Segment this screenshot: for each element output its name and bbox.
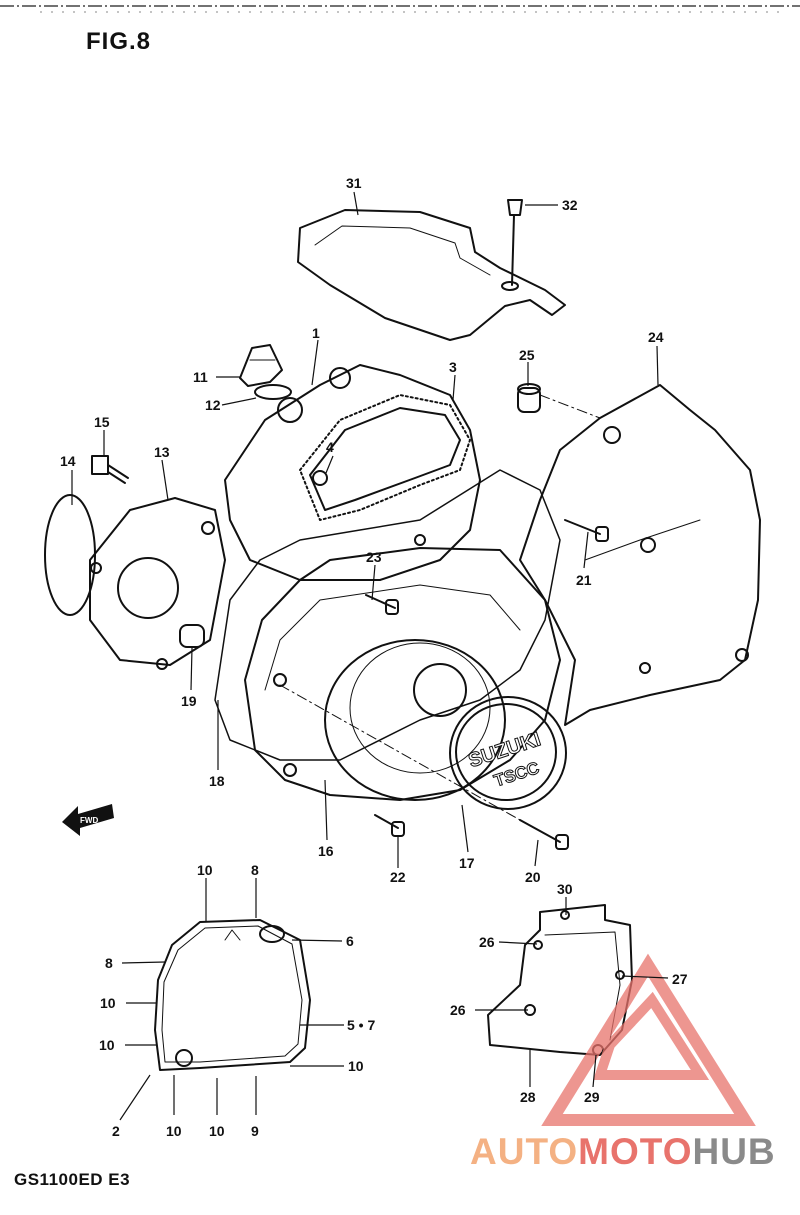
part-11-filler-cap [239, 344, 283, 387]
part-19-dowel [179, 624, 205, 648]
part-32-bolt [501, 199, 523, 291]
part-3-gasket [299, 394, 471, 521]
callout-layer: 31 32 1 3 24 25 11 12 4 15 14 13 23 21 1… [60, 175, 688, 1139]
watermark-part-hub: HUB [692, 1131, 776, 1172]
callout-sprocket-26b: 26 [450, 1002, 466, 1018]
callout-gasket-6: 6 [346, 933, 354, 949]
callout-gasket-10a: 10 [197, 862, 213, 878]
part-16-clutch-cover [244, 534, 561, 801]
callout-25: 25 [519, 347, 535, 363]
callout-22: 22 [390, 869, 406, 885]
callout-12: 12 [205, 397, 221, 413]
callout-gasket-8a: 8 [251, 862, 259, 878]
callout-sprocket-27: 27 [672, 971, 688, 987]
tscc-badge-cover [455, 703, 557, 801]
fwd-label: FWD [80, 816, 98, 825]
part-31-cover-plate [297, 209, 566, 341]
callout-21: 21 [576, 572, 592, 588]
alignment-lines [279, 394, 601, 821]
callout-sprocket-26a: 26 [479, 934, 495, 950]
callout-sprocket-28: 28 [520, 1089, 536, 1105]
part-22-bolt [374, 814, 405, 837]
callout-23: 23 [366, 549, 382, 565]
callout-11: 11 [193, 369, 208, 385]
callout-gasket-9: 9 [251, 1123, 259, 1139]
figure-title: FIG.8 [86, 28, 152, 55]
callout-31: 31 [346, 175, 362, 191]
callout-gasket-8b: 8 [105, 955, 113, 971]
part-25-dowel [517, 383, 541, 413]
watermark-triangle-logo [541, 953, 756, 1126]
callout-sprocket-29: 29 [584, 1089, 600, 1105]
callout-3: 3 [449, 359, 457, 375]
watermark-part-auto: AUTO [470, 1131, 579, 1172]
part-23-bolt [365, 594, 399, 615]
callout-gasket-2: 2 [112, 1123, 120, 1139]
callout-32: 32 [562, 197, 578, 213]
callout-16: 16 [318, 843, 334, 859]
callout-20: 20 [525, 869, 541, 885]
callout-17: 17 [459, 855, 475, 871]
callout-15: 15 [94, 414, 110, 430]
part-1-crankcase-cover [224, 364, 481, 581]
model-code: GS1100ED E3 [14, 1170, 131, 1189]
part-15-bolt [91, 455, 129, 484]
callout-sprocket-30: 30 [557, 881, 573, 897]
callout-gasket-10b: 10 [100, 995, 116, 1011]
watermark-part-moto: MOTO [578, 1131, 693, 1172]
crankcase-gasket-kit [154, 919, 311, 1071]
part-17-seal [449, 696, 567, 810]
callout-24: 24 [648, 329, 664, 345]
part-13-generator-cover [89, 497, 226, 670]
callout-1: 1 [312, 325, 320, 341]
part-14-seal [44, 494, 96, 616]
part-20-bolt [519, 819, 569, 850]
watermark-wordmark: AUTOMOTOHUB [470, 1133, 776, 1170]
callout-gasket-5-7: 5 • 7 [347, 1017, 375, 1033]
callout-gasket-10c: 10 [99, 1037, 115, 1053]
part-18-gasket [214, 469, 561, 761]
fwd-arrow-icon: FWD [62, 804, 114, 836]
callout-4: 4 [326, 439, 334, 455]
part-12-o-ring [254, 384, 292, 400]
callout-18: 18 [209, 773, 225, 789]
callout-14: 14 [60, 453, 76, 469]
callout-gasket-10d: 10 [348, 1058, 364, 1074]
callout-19: 19 [181, 693, 197, 709]
part-24-right-cover [519, 384, 761, 726]
part-21-bolt [564, 519, 609, 542]
callout-gasket-10e: 10 [166, 1123, 182, 1139]
callout-gasket-10f: 10 [209, 1123, 225, 1139]
callout-13: 13 [154, 444, 170, 460]
